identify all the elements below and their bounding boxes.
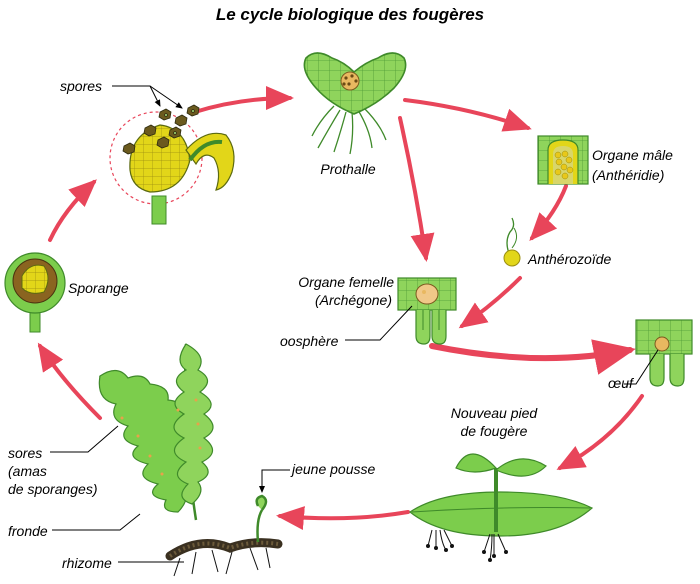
jeune-pousse-illustration [255,494,268,543]
cycle-arrows [37,86,644,531]
arrow-prothalle-to-male [403,98,532,132]
oosphere-label: oosphère [280,333,339,349]
antherozoide-label: Anthérozoïde [527,251,611,267]
spores-label-group: spores [60,78,183,109]
arrow-femelle-to-oeuf [429,339,636,375]
prothalle-label: Prothalle [320,161,375,177]
organe-femelle-label-1: Organe femelle [298,274,394,290]
organe-male-illustration [537,135,589,185]
organe-femelle-illustration [397,277,457,345]
fronde-label: fronde [8,523,48,539]
sores-label-3: de sporanges) [8,481,98,497]
organe-femelle-label-2: (Archégone) [315,292,392,308]
sporange-illustration [4,252,66,333]
spores-label: spores [60,78,102,94]
arrow-sporange-to-prothalle [193,86,294,114]
oeuf-label: œuf [608,375,635,391]
nouveau-pied-label-1: Nouveau pied [451,405,539,421]
diagram-title: Le cycle biologique des fougères [216,5,484,24]
arrow-antherozoide-to-femelle [458,276,522,329]
sores-label-1: sores [8,445,42,461]
fern-illustration [98,343,214,521]
arrow-male-to-antherozoide [529,184,568,241]
organe-male-label-1: Organe mâle [592,147,673,163]
rhizome-label: rhizome [62,555,112,571]
arrow-prothalle-to-femelle [398,116,435,262]
sporange-label: Sporange [68,280,129,296]
arrow-nouveau-pied-to-jeune-pousse [276,506,410,531]
oeuf-illustration [635,319,693,387]
rhizome-illustration [165,538,283,577]
arrow-fronde-to-sporange [37,342,102,420]
opening-sporangium-illustration [109,104,235,225]
organe-male-label-2: (Anthéridie) [592,167,664,183]
spore-cluster [122,104,200,155]
nouveau-pied-label-2: de fougère [461,423,528,439]
arrow-sporange-up [48,179,97,242]
arrow-oeuf-to-nouveau-pied [556,394,644,470]
antherozoide-illustration [503,217,521,267]
nouveau-pied-illustration [408,453,594,562]
jeune-pousse-label: jeune pousse [290,461,376,477]
prothalle-illustration [303,52,407,155]
sores-label-2: (amas [8,463,47,479]
